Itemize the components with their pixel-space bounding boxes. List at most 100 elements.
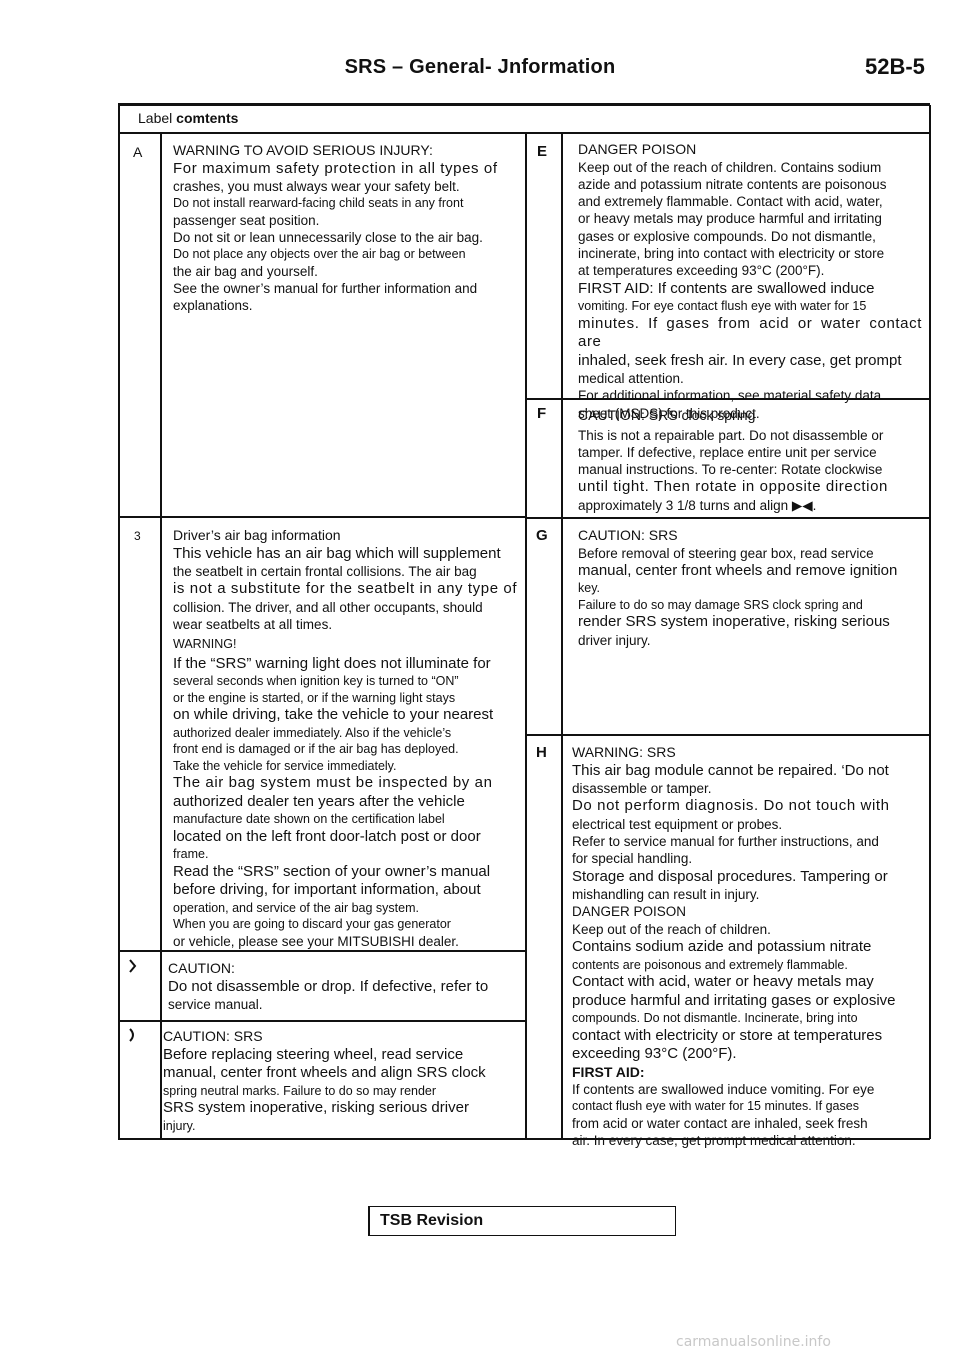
section-h-line: for special handling.: [572, 851, 693, 867]
section-h-text: WARNING: SRS This air bag module cannot …: [572, 744, 922, 1149]
section-b-line: This vehicle has an air bag which will s…: [173, 544, 501, 562]
section-b-line: Take the vehicle for service immediately…: [173, 758, 397, 773]
section-h-line: FIRST AID:: [572, 1063, 645, 1080]
section-h-line: Refer to service manual for further inst…: [572, 834, 879, 850]
section-h-line: Storage and disposal procedures. Tamperi…: [572, 867, 888, 885]
section-g-line: render SRS system inoperative, risking s…: [578, 613, 890, 631]
section-h-line: compounds. Do not dismantle. Incinerate,…: [572, 1011, 858, 1026]
section-a-line: passenger seat position.: [173, 212, 320, 228]
section-d-line: manual, center front wheels and align SR…: [163, 1064, 486, 1081]
section-b-line: WARNING!: [173, 637, 237, 652]
section-e-line: DANGER POISON: [578, 141, 697, 157]
section-b-line: authorized dealer ten years after the ve…: [173, 792, 465, 810]
section-e-line: sheet (MSDS) for this product.: [578, 405, 760, 421]
section-a-line: crashes, you must always wear your safet…: [173, 179, 460, 194]
section-g-line: driver injury.: [578, 632, 651, 648]
section-a-line: Do not install rearward-facing child sea…: [173, 196, 464, 211]
section-h-line: mishandling can result in injury.: [572, 887, 760, 903]
letter-column-divider-right: [561, 133, 563, 1139]
section-h-line: disassemble or tamper.: [572, 781, 712, 796]
section-g-line: key.: [578, 581, 600, 596]
section-b-line: Driver’s air bag information: [173, 527, 341, 543]
section-d-line: injury.: [163, 1118, 196, 1133]
section-b-line: manufacture date shown on the certificat…: [173, 812, 445, 827]
section-b-text: Driver’s air bag information This vehicl…: [173, 527, 518, 950]
section-a-line: Do not sit or lean unnecessarily close t…: [173, 230, 483, 246]
section-e-line: gases or explosive compounds. Do not dis…: [578, 228, 876, 244]
section-e-line: vomiting. For eye contact flush eye with…: [578, 299, 867, 314]
section-b-line: The air bag system must be inspected by …: [173, 774, 493, 792]
section-b-line: or the engine is started, or if the warn…: [173, 690, 456, 705]
section-d-mark-icon: [129, 1028, 134, 1042]
table-left-border: [118, 105, 120, 1139]
label-row-divider: [118, 132, 930, 134]
section-b-line: collision. The driver, and all other occ…: [173, 599, 483, 615]
center-column-divider: [525, 133, 527, 1139]
section-e-line: For additional information, see material…: [578, 388, 882, 404]
section-letter-c: C: [128, 958, 138, 977]
section-g-line: Failure to do so may damage SRS clock sp…: [578, 597, 863, 612]
section-letter-a: A: [133, 144, 143, 160]
section-b-line: or vehicle, please see your MITSUBISHI d…: [173, 933, 459, 949]
section-d-line: CAUTION: SRS: [163, 1028, 263, 1044]
label-row: Label comtents: [138, 110, 238, 126]
section-letter-f: F: [537, 405, 547, 422]
section-b-line: If the “SRS” warning light does not illu…: [173, 654, 491, 672]
section-e-line: and extremely flammable. Contact with ac…: [578, 194, 883, 210]
divider-c-d: [118, 1020, 526, 1022]
section-h-line: WARNING: SRS: [572, 744, 676, 760]
section-f-text: CAUTION: SRS clock spring This is not a …: [578, 407, 922, 514]
section-h-line: Contains sodium azide and potassium nitr…: [572, 938, 872, 956]
section-c-mark-icon: [129, 959, 137, 973]
table-bottom-border: [118, 1138, 930, 1140]
contents-heading: comtents: [176, 110, 239, 126]
section-f-line: This is not a repairable part. Do not di…: [578, 427, 884, 443]
section-h-line: from acid or water contact are inhaled, …: [572, 1115, 868, 1131]
section-f-line: tamper. If defective, replace entire uni…: [578, 444, 877, 460]
section-h-line: produce harmful and irritating gases or …: [572, 991, 896, 1009]
section-b-line: front end is damaged or if the air bag h…: [173, 742, 459, 757]
section-d-line: Before replacing steering wheel, read se…: [163, 1045, 464, 1063]
section-b-line: operation, and service of the air bag sy…: [173, 900, 419, 915]
section-c-line: service manual.: [168, 997, 263, 1012]
section-d-line: SRS system inoperative, risking serious …: [163, 1099, 469, 1116]
section-h-line: contact flush eye with water for 15 minu…: [572, 1099, 859, 1114]
section-a-line: See the owner’s manual for further infor…: [173, 281, 478, 297]
section-e-line: azide and potassium nitrate contents are…: [578, 176, 887, 192]
header-rule: [118, 103, 930, 106]
section-e-line: Keep out of the reach of children. Conta…: [578, 159, 882, 175]
section-c-line: Do not disassemble or drop. If defective…: [168, 977, 489, 995]
section-e-line: incinerate, bring into contact with elec…: [578, 245, 885, 261]
section-b-line: Read the “SRS” section of your owner’s m…: [173, 862, 491, 880]
section-h-line: DANGER POISON: [572, 904, 687, 920]
section-b-line: located on the left front door-latch pos…: [173, 827, 481, 845]
section-e-text: DANGER POISON Keep out of the reach of c…: [578, 141, 922, 422]
section-a-line: the air bag and yourself.: [173, 263, 318, 279]
divider-b-c: [118, 950, 526, 952]
section-c-text: CAUTION: Do not disassemble or drop. If …: [168, 960, 518, 1013]
section-h-line: Contact with acid, water or heavy metals…: [572, 973, 874, 991]
section-h-line: contents are poisonous and extremely fla…: [572, 957, 848, 972]
tsb-revision-box: TSB Revision: [368, 1206, 676, 1236]
section-b-line: on while driving, take the vehicle to yo…: [173, 706, 494, 724]
section-g-line: CAUTION: SRS: [578, 527, 678, 543]
divider-e-f: [525, 398, 930, 400]
section-a-line: For maximum safety protection in all typ…: [173, 159, 498, 177]
tsb-revision-label: TSB Revision: [380, 1212, 484, 1229]
section-b-line: the seatbelt in certain frontal collisio…: [173, 564, 477, 579]
divider-a-b: [118, 516, 526, 518]
section-g-line: Before removal of steering gear box, rea…: [578, 545, 874, 561]
section-e-line: at temperatures exceeding 93°C (200°F).: [578, 263, 825, 279]
section-b-line: frame.: [173, 847, 209, 862]
section-b-line: before driving, for important informatio…: [173, 881, 481, 899]
section-letter-g: G: [536, 527, 548, 544]
section-h-line: contact with electricity or store at tem…: [572, 1026, 883, 1044]
section-h-line: This air bag module cannot be repaired. …: [572, 761, 889, 779]
section-h-line: exceeding 93°C (200°F).: [572, 1045, 737, 1063]
section-g-line: manual, center front wheels and remove i…: [578, 561, 898, 579]
divider-f-g: [525, 517, 930, 519]
section-d-text: CAUTION: SRS Before replacing steering w…: [163, 1028, 518, 1134]
section-d-line: spring neutral marks. Failure to do so m…: [163, 1083, 437, 1098]
section-h-line: Do not perform diagnosis. Do not touch w…: [572, 797, 890, 815]
page-number: 52B-5: [865, 54, 925, 79]
